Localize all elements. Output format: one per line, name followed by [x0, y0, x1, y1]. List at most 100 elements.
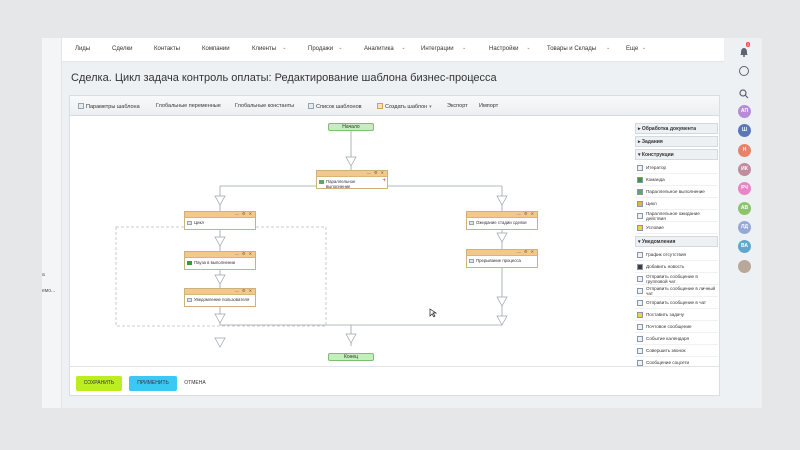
bell-icon[interactable]: 2 — [739, 42, 751, 57]
activity-item[interactable]: Параллельное выполнение — [635, 186, 718, 198]
avatar[interactable]: ЛД — [738, 220, 751, 234]
activity-label: Почтовое сообщение — [646, 324, 692, 329]
chevron-down-icon: ⌄ — [282, 45, 287, 51]
avatar[interactable]: Н — [738, 143, 751, 157]
block-label: Пауза в выполнении — [194, 260, 236, 265]
notification-badge: 2 — [746, 42, 751, 47]
avatar[interactable]: Ш — [738, 124, 751, 138]
workflow-canvas[interactable]: Начало — ⚙ ✕ Параллельное выполнение + —… — [70, 116, 635, 366]
wait-stage-block[interactable]: — ⚙ ✕ Ожидание стадии сделки — [466, 211, 538, 230]
avatar[interactable]: РЧ — [738, 182, 751, 196]
activity-item[interactable]: Добавить новость — [635, 261, 718, 273]
nav-item[interactable]: Настройки — [489, 46, 519, 52]
templates-list-button[interactable]: Список шаблонов — [308, 103, 362, 110]
stop-process-block[interactable]: — ⚙ ✕ Прерывание процесса — [466, 249, 538, 268]
apply-button[interactable]: ПРИМЕНИТЬ — [129, 376, 177, 391]
template-params-button[interactable]: Параметры шаблона — [78, 103, 140, 110]
nav-item[interactable]: Контакты — [154, 46, 180, 52]
activity-item[interactable]: Событие календаря — [635, 333, 718, 345]
nav-item[interactable]: Товары и Склады — [547, 46, 597, 52]
parallel-block[interactable]: — ⚙ ✕ Параллельное выполнение + — [316, 170, 388, 189]
block-label: Уведомление пользователя — [194, 297, 250, 302]
avatar[interactable]: АВ — [738, 201, 751, 215]
cancel-button[interactable]: ОТМЕНА — [184, 380, 206, 386]
activity-icon — [637, 165, 643, 171]
activity-label: Сообщение соцсети — [646, 360, 690, 365]
top-navigation: Лиды Сделки Контакты Компании Клиенты ⌄ Продаж… — [62, 38, 724, 62]
notify-user-block[interactable]: — ⚙ ✕ Уведомление пользователя — [184, 288, 256, 307]
nav-item[interactable]: Компании — [202, 46, 230, 52]
nav-item[interactable]: Клиенты — [252, 46, 277, 52]
activity-item[interactable]: График отсутствия — [635, 249, 718, 261]
favorite-star-icon[interactable]: ☆ — [467, 72, 477, 84]
save-button[interactable]: СОХРАНИТЬ — [76, 376, 122, 391]
create-template-button[interactable]: Создать шаблон▾ — [377, 103, 432, 110]
activity-item[interactable]: Условие — [635, 222, 718, 234]
activity-item[interactable]: Совершить звонок — [635, 345, 718, 357]
activity-icon — [637, 276, 643, 282]
activity-item[interactable]: Отправить сообщение в групповой чат — [635, 273, 718, 285]
nav-item[interactable]: Аналитика — [364, 46, 394, 52]
designer-toolbar: Параметры шаблона Глобальные переменные … — [70, 96, 719, 116]
import-button[interactable]: Импорт — [479, 103, 499, 109]
activity-item[interactable]: Команда — [635, 174, 718, 186]
chevron-down-icon: ⌄ — [606, 45, 611, 51]
block-controls[interactable]: — ⚙ ✕ — [516, 211, 535, 216]
activity-item[interactable]: Цикл — [635, 198, 718, 210]
global-constants-button[interactable]: Глобальные константы — [235, 103, 295, 109]
block-controls[interactable]: — ⚙ ✕ — [234, 251, 253, 256]
left-strip-item[interactable]: емо... — [42, 288, 56, 294]
activity-item[interactable]: Параллельное ожидание действия — [635, 210, 718, 222]
chevron-down-icon: ⌄ — [641, 45, 646, 51]
section-notifications[interactable]: ▾ Уведомления — [635, 236, 718, 247]
section-constructs[interactable]: ▾ Конструкции — [635, 149, 718, 160]
avatar-photo[interactable] — [738, 260, 751, 273]
nav-item[interactable]: Еще — [626, 46, 639, 52]
cycle-icon — [187, 221, 192, 225]
chevron-down-icon: ⌄ — [401, 45, 406, 51]
avatar[interactable]: ИК — [738, 162, 751, 176]
activity-icon — [637, 324, 643, 330]
chevron-down-icon: ⌄ — [462, 45, 467, 51]
global-variables-button[interactable]: Глобальные переменные — [156, 103, 221, 109]
start-node[interactable]: Начало — [328, 123, 374, 131]
end-node[interactable]: Конец — [328, 353, 374, 361]
block-controls[interactable]: — ⚙ ✕ — [234, 288, 253, 293]
pause-block[interactable]: — ⚙ ✕ Пауза в выполнении — [184, 251, 256, 270]
footer-bar: СОХРАНИТЬ ПРИМЕНИТЬ ОТМЕНА — [70, 366, 719, 395]
activity-icon — [637, 348, 643, 354]
activity-item[interactable]: Поставить задачу — [635, 309, 718, 321]
left-strip-item[interactable]: а — [42, 272, 45, 278]
avatar[interactable]: АП — [738, 105, 751, 118]
activity-item[interactable]: Отправить сообщение в личный чат — [635, 285, 718, 297]
block-controls[interactable]: — ⚙ ✕ — [234, 211, 253, 216]
activity-icon — [637, 300, 643, 306]
activity-item[interactable]: Отправить сообщение в чат — [635, 297, 718, 309]
activity-icon — [637, 201, 643, 207]
block-label: Параллельное выполнение — [326, 179, 356, 189]
activity-item[interactable]: Итератор — [635, 162, 718, 174]
nav-item[interactable]: Лиды — [75, 46, 91, 52]
add-branch-icon[interactable]: + — [382, 178, 386, 184]
nav-item[interactable]: Интеграции — [421, 46, 454, 52]
activity-label: Отправить сообщение в групповой чат — [646, 273, 698, 284]
section-tasks[interactable]: ▸ Задания — [635, 136, 718, 147]
avatar[interactable]: ВА — [738, 240, 751, 254]
nav-item[interactable]: Продажи — [308, 46, 334, 52]
cycle-block[interactable]: — ⚙ ✕ Цикл — [184, 211, 256, 230]
activity-label: Итератор — [646, 165, 667, 170]
activity-item[interactable]: Почтовое сообщение — [635, 321, 718, 333]
search-icon[interactable] — [739, 86, 749, 99]
section-document-processing[interactable]: ▸ Обработка документа — [635, 123, 718, 134]
block-label: Цикл — [194, 220, 205, 225]
nav-item[interactable]: Сделки — [112, 46, 133, 52]
block-controls[interactable]: — ⚙ ✕ — [516, 249, 535, 254]
block-controls[interactable]: — ⚙ ✕ — [366, 170, 385, 175]
activity-icon — [637, 252, 643, 258]
export-button[interactable]: Экспорт — [447, 103, 468, 109]
activity-icon — [637, 264, 643, 270]
page-title: Сделка. Цикл задача контроль оплаты: Ред… — [71, 72, 497, 84]
clock-icon[interactable] — [739, 66, 749, 76]
